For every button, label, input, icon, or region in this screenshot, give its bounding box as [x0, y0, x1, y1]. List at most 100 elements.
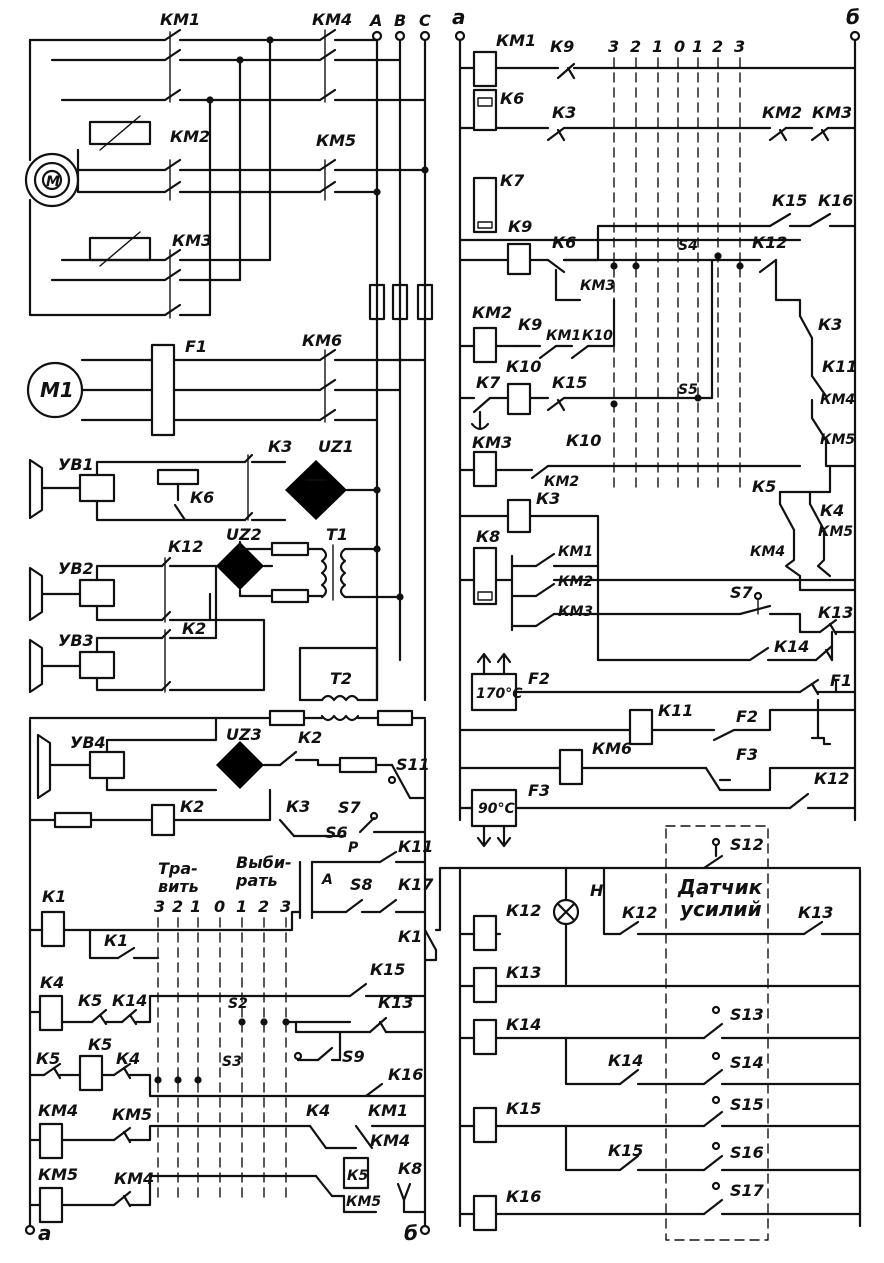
k3-contact-label: К3	[552, 103, 576, 122]
phase-b-label: B	[394, 11, 406, 30]
s2-label: S2	[228, 996, 248, 1012]
ctl-pos-5: 2	[258, 897, 269, 916]
controller-raise-label-1: Выби-	[236, 853, 292, 872]
k15-coil-label: К5	[36, 1049, 60, 1068]
km6-coil-label: КМ6	[592, 739, 632, 758]
k12-left-label: К12	[168, 537, 203, 556]
ctl-r-pos-4: 1	[692, 37, 703, 56]
k2-coil-label: К2	[180, 797, 204, 816]
ctl-pos-4: 1	[236, 897, 247, 916]
km3-ctrl-label: КМ3	[580, 278, 615, 294]
s17-label: S17	[730, 1181, 765, 1200]
k12-contact-label: К12	[752, 233, 787, 252]
controller-raise-label-2: рать	[235, 871, 278, 890]
k16-right-label: К16	[818, 191, 853, 210]
k9-coil-label: К9	[508, 217, 532, 236]
ctl-pos-2: 1	[190, 897, 201, 916]
k12-thermal-label: К12	[814, 769, 849, 788]
km1-left-label: КМ1	[368, 1101, 408, 1120]
k4-right-label: К4	[306, 1101, 330, 1120]
k2-left-label: К2	[182, 619, 206, 638]
k3-left-label: К3	[268, 437, 292, 456]
main-motor: М	[24, 152, 80, 208]
k6-coil-label: К6	[500, 89, 524, 108]
k7-coil-label: К7	[500, 171, 525, 190]
km5-right-label: КМ5	[346, 1194, 381, 1210]
s11-label: S11	[396, 755, 430, 774]
k15-coil-label: К15	[506, 1099, 541, 1118]
km1-label: КМ1	[160, 10, 200, 29]
force-sensor-block: Датчик усилий S12 Н К12 К12 К13 К13 К14 …	[458, 825, 862, 1241]
ub1-label: УВ1	[58, 455, 94, 474]
km3-contact-label: КМ3	[812, 103, 852, 122]
k1-right-contact-label: К1	[398, 927, 422, 946]
aux-motor-label: М1	[40, 378, 74, 402]
k9-right-label: К9	[518, 315, 542, 334]
k2-coil-contact-label: К2	[298, 728, 322, 747]
km1-ctrl-label-2: КМ1	[558, 544, 593, 560]
k14-sensor-contact-label: К14	[608, 1051, 643, 1070]
f3-label: F3	[528, 781, 550, 800]
km2-contact-label: КМ2	[762, 103, 802, 122]
uz3-bridge	[216, 741, 264, 789]
km2-label: КМ2	[170, 127, 210, 146]
k6-contact-label: К6	[552, 233, 576, 252]
km2-ctrl-label: КМ2	[544, 474, 579, 490]
k14-contact-label: К14	[112, 991, 147, 1010]
k3-ctrl-label: К3	[286, 797, 310, 816]
km6-label: КМ6	[302, 331, 342, 350]
k4-contact-label: К4	[116, 1049, 140, 1068]
k1-contact-label: К1	[104, 931, 128, 950]
k1-coil-label: К1	[42, 887, 66, 906]
km1-coil-label: КМ1	[496, 31, 536, 50]
ctl-pos-0: 3	[154, 897, 165, 916]
k11-right-label: К11	[822, 357, 857, 376]
ctl-pos-6: 3	[280, 897, 291, 916]
t1-label: Т1	[326, 525, 348, 544]
t2-label: Т2	[330, 669, 352, 688]
uz2-bridge	[216, 542, 264, 590]
km5-coil-label: КМ5	[38, 1165, 78, 1184]
ctl-pos-3: 0	[214, 897, 225, 916]
s5-label: S5	[678, 382, 698, 398]
k8-label: К8	[398, 1159, 422, 1178]
ub3-label: УВ3	[58, 631, 94, 650]
bus-b-label-bottom: б	[404, 1221, 418, 1245]
km2-coil-label: КМ2	[472, 303, 512, 322]
k7-contact-label: К7	[476, 373, 501, 392]
s7-left-label: S7	[338, 798, 362, 817]
k15-right-label: К15	[772, 191, 807, 210]
s16-label: S16	[730, 1143, 764, 1162]
f3-temp: 90°С	[478, 801, 515, 817]
k15-sensor-contact-label: К15	[608, 1141, 643, 1160]
a-mode-label: А	[321, 872, 333, 888]
km5-label: КМ5	[316, 131, 356, 150]
k12-sensor-contact-label: К12	[622, 903, 657, 922]
sensor-box	[665, 825, 769, 1241]
km2-ctrl-label-2: КМ2	[558, 574, 593, 590]
k4-ctrl-label: К4	[820, 501, 844, 520]
power-circuit: A B C М КМ1 КМ2 КМ	[24, 10, 434, 722]
ub4-label: УВ4	[70, 733, 106, 752]
km4-ctrl-label-2: КМ4	[750, 544, 785, 560]
k14-ctrl-label: К14	[774, 637, 809, 656]
bus-a-label-top: а	[452, 5, 466, 29]
ctl-r-pos-3: 0	[674, 37, 685, 56]
main-motor-label: М	[46, 174, 60, 190]
s6-label: S6	[325, 823, 348, 842]
km4-label: КМ4	[312, 10, 352, 29]
km4-right-label: КМ4	[370, 1131, 410, 1150]
s3-label: S3	[222, 1054, 242, 1070]
k11-coil-label: К11	[658, 701, 693, 720]
bus-b-label-top: б	[846, 5, 860, 29]
f2-contact-label: F2	[736, 707, 758, 726]
s12-label: S12	[730, 835, 764, 854]
ctl-r-pos-2: 1	[652, 37, 663, 56]
k12-coil-label: К12	[506, 901, 541, 920]
uz3-label: UZ3	[226, 725, 262, 744]
k14-coil-label: К14	[506, 1015, 541, 1034]
km5-ctrl-label-2: КМ5	[818, 524, 853, 540]
s9-label: S9	[342, 1047, 365, 1066]
sensor-title-1: Датчик	[677, 875, 763, 899]
controller-lower-label-2: вить	[158, 877, 199, 896]
